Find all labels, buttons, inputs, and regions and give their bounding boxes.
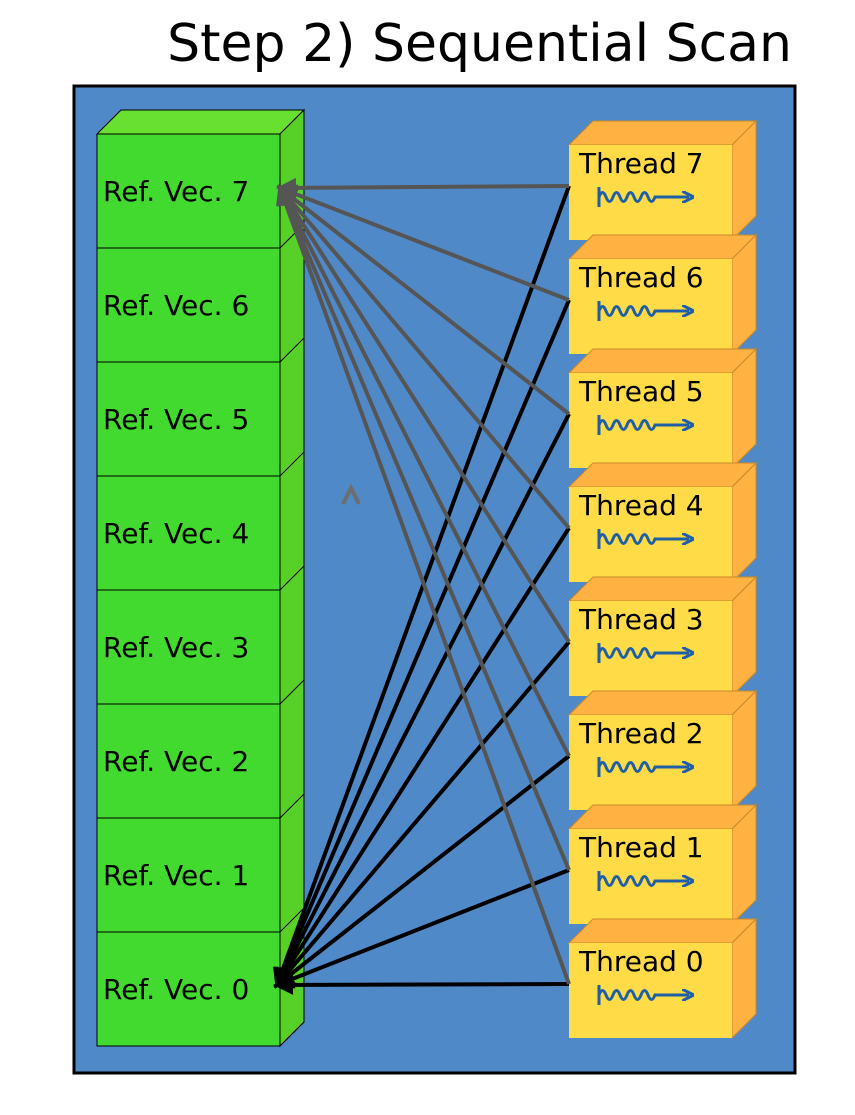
thread-top-face [567, 120, 758, 146]
link-to-ref-vec-0 [274, 526, 571, 989]
thread-block: Thread 0 [567, 917, 758, 1040]
link-to-ref-vec-7 [278, 184, 571, 757]
ref-vector-edge [279, 451, 305, 477]
link-to-ref-vec-7 [276, 184, 570, 302]
ref-vector-label: Ref. Vec. 7 [103, 175, 249, 208]
thread-block: Thread 2 [567, 689, 758, 812]
ref-vector-block: Ref. Vec. 1 [96, 817, 305, 933]
thread-front-face [569, 259, 732, 354]
thread-block: Thread 5 [567, 347, 758, 470]
ref-vector-label: Ref. Vec. 4 [103, 517, 249, 550]
wavy-arrow-icon [597, 757, 689, 777]
thread-label: Thread 0 [578, 945, 704, 978]
wavy-arrow-icon [597, 415, 689, 435]
ref-vector-face [96, 589, 281, 705]
ref-vector-label: Ref. Vec. 3 [103, 631, 249, 664]
ref-vector-label: Ref. Vec. 1 [103, 859, 249, 892]
link-to-ref-vec-0 [273, 868, 570, 989]
thread-block: Thread 6 [567, 233, 758, 356]
thread-front-face [569, 943, 732, 1038]
thread-top-face [567, 804, 758, 830]
ref-vector-block: Ref. Vec. 7 [96, 133, 305, 249]
thread-front-face [569, 487, 732, 582]
thread-top-face [567, 234, 758, 260]
ref-vector-face [96, 817, 281, 933]
thread-block: Thread 1 [567, 803, 758, 926]
link-to-ref-vec-7 [276, 185, 571, 416]
thread-label: Thread 2 [578, 717, 704, 750]
thread-block: Thread 3 [567, 575, 758, 698]
link-to-ref-vec-7 [276, 184, 571, 985]
ref-vector-label: Ref. Vec. 5 [103, 403, 249, 436]
wavy-arrow-icon [597, 187, 689, 207]
link-to-ref-vec-0 [275, 413, 571, 989]
ref-vector-edge [279, 793, 305, 819]
ref-vector-face [96, 133, 281, 249]
ref-vector-label: Ref. Vec. 2 [103, 745, 249, 778]
connection-lines [273, 177, 571, 995]
ref-vector-face [96, 247, 281, 363]
ref-vector-face [96, 361, 281, 477]
thread-label: Thread 5 [578, 375, 704, 408]
ref-vector-label: Ref. Vec. 6 [103, 289, 249, 322]
thread-top-face [567, 462, 758, 488]
ref-vector-label: Ref. Vec. 0 [103, 973, 249, 1006]
link-to-ref-vec-7 [277, 184, 571, 530]
ref-vector-stack: Ref. Vec. 7 Ref. Vec. 6 Ref. Vec. 5 Ref. Ve… [95, 108, 306, 1048]
vector-stack-top [95, 109, 306, 135]
thread-front-face [569, 373, 732, 468]
thread-top-face [567, 690, 758, 716]
thread-front-face [569, 829, 732, 924]
wavy-arrow-icon [597, 985, 689, 1005]
ref-vector-block: Ref. Vec. 3 [96, 589, 305, 705]
link-to-ref-vec-7 [277, 184, 571, 644]
wavy-arrow-icon [597, 871, 689, 891]
ref-vector-block: Ref. Vec. 2 [96, 703, 305, 819]
thread-front-face [569, 145, 732, 240]
ref-vector-block: Ref. Vec. 0 [96, 931, 305, 1047]
thread-top-face [567, 348, 758, 374]
thread-front-face [569, 601, 732, 696]
link-to-ref-vec-7 [277, 184, 571, 871]
ref-vector-edge [279, 337, 305, 363]
thread-block: Thread 4 [567, 461, 758, 584]
ref-vector-edge [279, 565, 305, 591]
thread-label: Thread 1 [578, 831, 704, 864]
link-to-ref-vec-0 [274, 640, 571, 989]
wavy-arrow-icon [597, 643, 689, 663]
ref-vector-face [96, 931, 281, 1047]
thread-label: Thread 7 [578, 147, 704, 180]
ref-vector-edge [279, 907, 305, 933]
thread-label: Thread 3 [578, 603, 704, 636]
ref-vector-face [96, 703, 281, 819]
thread-stack: Thread 7 Thread 6 Thread 5 Thread 4 Thread 3… [567, 119, 758, 1040]
diagram-title: Step 2) Sequential Scan [167, 14, 792, 74]
link-to-ref-vec-0 [274, 299, 571, 989]
ref-vector-block: Ref. Vec. 4 [96, 475, 305, 591]
thread-top-face [567, 918, 758, 944]
scan-direction-arrowhead [341, 483, 361, 505]
link-to-ref-vec-0 [273, 974, 570, 995]
thread-front-face [569, 715, 732, 810]
thread-label: Thread 6 [578, 261, 704, 294]
thread-top-face [567, 576, 758, 602]
wavy-arrow-icon [597, 529, 689, 549]
thread-block: Thread 7 [567, 119, 758, 242]
wavy-arrow-icon [597, 301, 689, 321]
link-to-ref-vec-0 [273, 754, 571, 988]
ref-vector-block: Ref. Vec. 5 [96, 361, 305, 477]
ref-vector-edge [279, 1021, 305, 1047]
ref-vector-block: Ref. Vec. 6 [96, 247, 305, 363]
thread-label: Thread 4 [578, 489, 704, 522]
link-to-ref-vec-7 [276, 177, 570, 198]
ref-vector-edge [279, 679, 305, 705]
